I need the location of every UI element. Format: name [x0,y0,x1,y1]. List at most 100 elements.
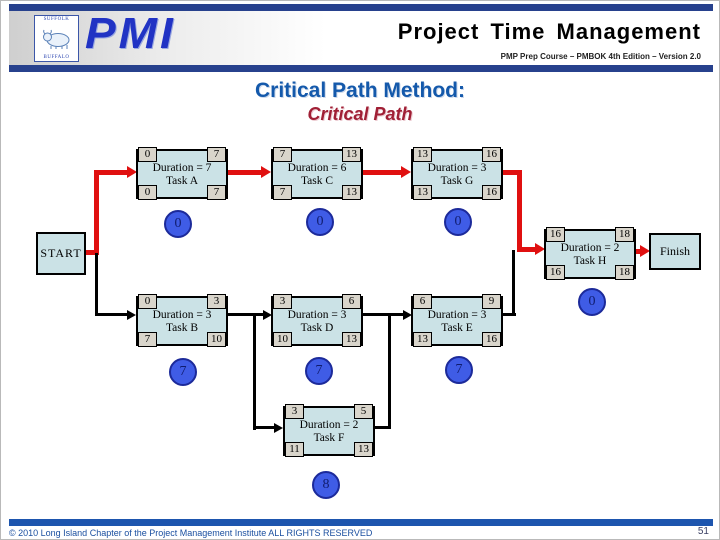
task-c-duration: Duration = 6 [287,161,347,174]
task-d-labels: Duration = 3 Task D [273,298,361,344]
task-node-g: 13 16 13 16 Duration = 3 Task G [411,147,503,200]
task-node-h: 16 18 16 18 Duration = 2 Task H [544,227,636,280]
edge-b-to-d [227,313,263,316]
task-f-float-badge: 8 [312,471,340,499]
arrowhead-into-task-g [401,166,411,178]
task-e-late-finish: 16 [482,332,501,347]
arrowhead-into-task-d [263,310,272,320]
task-h-float-badge: 0 [578,288,606,316]
task-g-duration: Duration = 3 [427,161,487,174]
pmi-logo-wordmark: PMI [85,8,176,58]
task-a-early-start: 0 [138,147,157,162]
task-f-name: Task F [313,431,345,444]
task-f-late-start: 11 [285,442,304,457]
edge-start-to-a-horizontal [98,170,127,175]
task-e-labels: Duration = 3 Task E [413,298,501,344]
task-h-name: Task H [573,254,607,267]
task-a-labels: Duration = 7 Task A [138,151,226,197]
task-f-early-start: 3 [285,404,304,419]
task-d-early-start: 3 [273,294,292,309]
task-b-name: Task B [165,321,199,334]
chapter-buffalo-logo: SUFFOLK BUFFALO [34,15,79,62]
task-a-duration: Duration = 7 [152,161,212,174]
edge-h-to-finish [635,249,641,254]
arrowhead-into-task-a [127,166,137,178]
task-b-late-start: 7 [138,332,157,347]
header-band [9,11,713,65]
edge-c-to-g [362,170,401,175]
buffalo-icon [42,29,69,49]
task-d-name: Task D [300,321,334,334]
task-c-labels: Duration = 6 Task C [273,151,361,197]
task-f-duration: Duration = 2 [299,418,359,431]
task-e-early-finish: 9 [482,294,501,309]
task-d-float-badge: 7 [305,357,333,385]
page-subtitle: Critical Path [307,104,413,124]
task-g-early-start: 13 [413,147,432,162]
task-h-early-start: 16 [546,227,565,242]
finish-node: Finish [649,233,701,270]
task-f-labels: Duration = 2 Task F [285,408,373,454]
logo-ring-top-label: SUFFOLK [43,17,70,22]
header-bottom-bar [9,65,713,72]
task-c-float-badge: 0 [306,208,334,236]
task-f-late-finish: 13 [354,442,373,457]
task-h-labels: Duration = 2 Task H [546,231,634,277]
task-d-late-finish: 13 [342,332,361,347]
arrowhead-into-task-e [403,310,412,320]
page-title: Critical Path Method: [254,79,465,102]
task-a-name: Task A [165,174,199,187]
task-d-early-finish: 6 [342,294,361,309]
edge-g-to-h-horizontal [517,247,535,252]
task-a-late-finish: 7 [207,185,226,200]
task-node-b: 0 3 7 10 Duration = 3 Task B [136,294,228,347]
task-b-labels: Duration = 3 Task B [138,298,226,344]
arrowhead-into-finish [640,245,650,257]
arrowhead-into-task-c [261,166,271,178]
task-a-early-finish: 7 [207,147,226,162]
task-h-late-start: 16 [546,265,565,280]
edge-e-up-vertical [512,250,515,316]
task-e-name: Task E [441,321,473,334]
task-e-float-badge: 7 [445,356,473,384]
edge-start-to-b-vertical [95,253,98,316]
edge-f-up-vertical [388,315,391,429]
edge-g-to-h-vertical [517,170,522,252]
task-c-late-start: 7 [273,185,292,200]
arrowhead-into-task-f [274,423,283,433]
task-e-early-start: 6 [413,294,432,309]
task-g-early-finish: 16 [482,147,501,162]
task-node-d: 3 6 10 13 Duration = 3 Task D [271,294,363,347]
task-g-labels: Duration = 3 Task G [413,151,501,197]
task-e-late-start: 13 [413,332,432,347]
edge-start-to-b-horizontal [96,313,127,316]
edge-f-out-horizontal [373,426,391,429]
start-node: START [36,232,86,275]
task-node-c: 7 13 7 13 Duration = 6 Task C [271,147,363,200]
task-h-duration: Duration = 2 [560,241,620,254]
task-c-late-finish: 13 [342,185,361,200]
arrowhead-into-task-h [535,243,545,255]
task-node-a: 0 7 0 7 Duration = 7 Task A [136,147,228,200]
edge-b-to-f-horizontal [253,426,274,429]
task-g-name: Task G [440,174,474,187]
arrowhead-into-task-b [127,310,136,320]
task-g-late-finish: 16 [482,185,501,200]
edge-start-to-a-vertical [94,170,99,255]
edge-b-to-f-vertical [253,313,256,430]
task-b-late-finish: 10 [207,332,226,347]
task-c-early-start: 7 [273,147,292,162]
task-e-duration: Duration = 3 [427,308,487,321]
page-number: 51 [697,526,709,537]
task-b-duration: Duration = 3 [152,308,212,321]
task-c-name: Task C [300,174,334,187]
edge-g-out-horizontal [502,170,522,175]
task-node-f: 3 5 11 13 Duration = 2 Task F [283,404,375,457]
slide-header-subtitle: PMP Prep Course – PMBOK 4th Edition – Ve… [500,52,701,61]
task-c-early-finish: 13 [342,147,361,162]
logo-ring-bottom-label: BUFFALO [43,55,70,60]
edge-d-to-e [362,313,403,316]
task-node-e: 6 9 13 16 Duration = 3 Task E [411,294,503,347]
task-a-late-start: 0 [138,185,157,200]
